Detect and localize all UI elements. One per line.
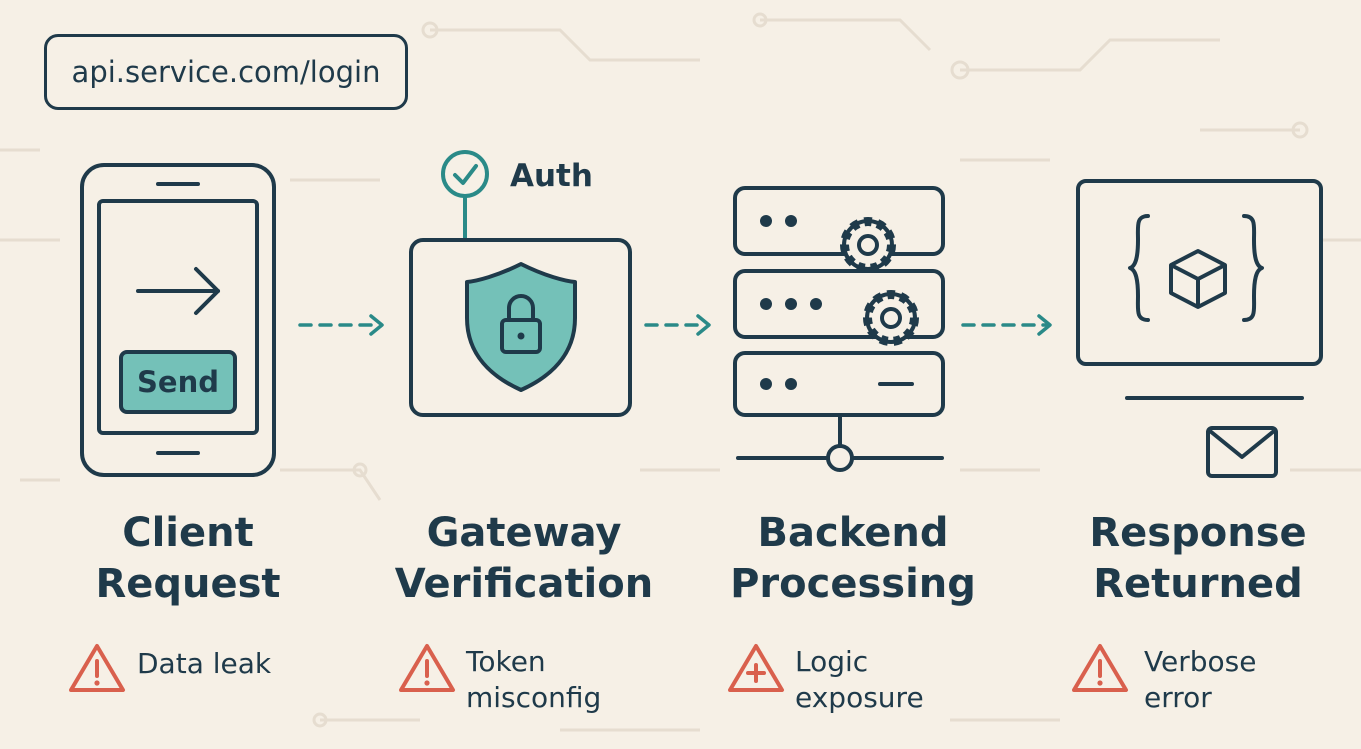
flow-arrow-2 [644,314,711,336]
auth-label: Auth [510,158,593,194]
risk-label-client: Data leak [137,646,271,682]
risk-line1: Verbose [1144,645,1257,678]
stage-title-line1: Response [1089,510,1307,556]
stage-title-line2: Request [95,561,281,607]
check-circle-icon [441,150,489,198]
auth-badge [441,150,489,240]
url-bar[interactable]: api.service.com/login [44,34,408,110]
risk-line1: Data leak [137,647,272,680]
stage-title-line1: Gateway [426,510,622,556]
server-stack-icon [733,186,945,472]
risk-line2: error [1144,681,1212,714]
cube-icon [1169,249,1227,309]
url-text: api.service.com/login [71,55,381,89]
send-button[interactable] [119,350,237,414]
stage-title-backend: Backend Processing [703,508,1003,610]
warning-plus-icon [728,644,784,692]
stage-title-line1: Client [122,510,254,556]
risk-label-backend: Logic exposure [795,644,924,716]
stage-title-line1: Backend [757,510,949,556]
stage-title-line2: Processing [730,561,976,607]
risk-label-response: Verbose error [1144,644,1256,716]
gear-icon [840,217,896,273]
risk-line1: Token [466,645,546,678]
background-circuit [0,12,1361,732]
flow-arrow-3 [961,314,1052,336]
warning-icon [399,644,455,692]
shield-lock-icon [465,262,577,392]
stage-title-gateway: Gateway Verification [374,508,674,610]
server-led-dots [760,215,822,390]
gateway-box [409,238,632,417]
send-button-label: Send [137,365,219,399]
stage-title-line2: Returned [1093,561,1303,607]
warning-icon [69,644,125,692]
monitor-code-icon [1076,179,1323,400]
warning-icon [1072,644,1128,692]
stage-title-client: Client Request [38,508,338,610]
gear-icon [863,290,919,346]
risk-line1: Logic [795,645,869,678]
risk-line2: exposure [795,681,924,714]
stage-title-response: Response Returned [1048,508,1348,610]
smartphone-icon [80,163,276,477]
risk-line2: misconfig [466,681,602,714]
stage-title-line2: Verification [394,561,654,607]
arrow-right-icon [136,267,220,315]
flow-arrow-1 [298,314,384,336]
risk-label-gateway: Token misconfig [466,644,601,716]
envelope-icon [1206,426,1278,478]
